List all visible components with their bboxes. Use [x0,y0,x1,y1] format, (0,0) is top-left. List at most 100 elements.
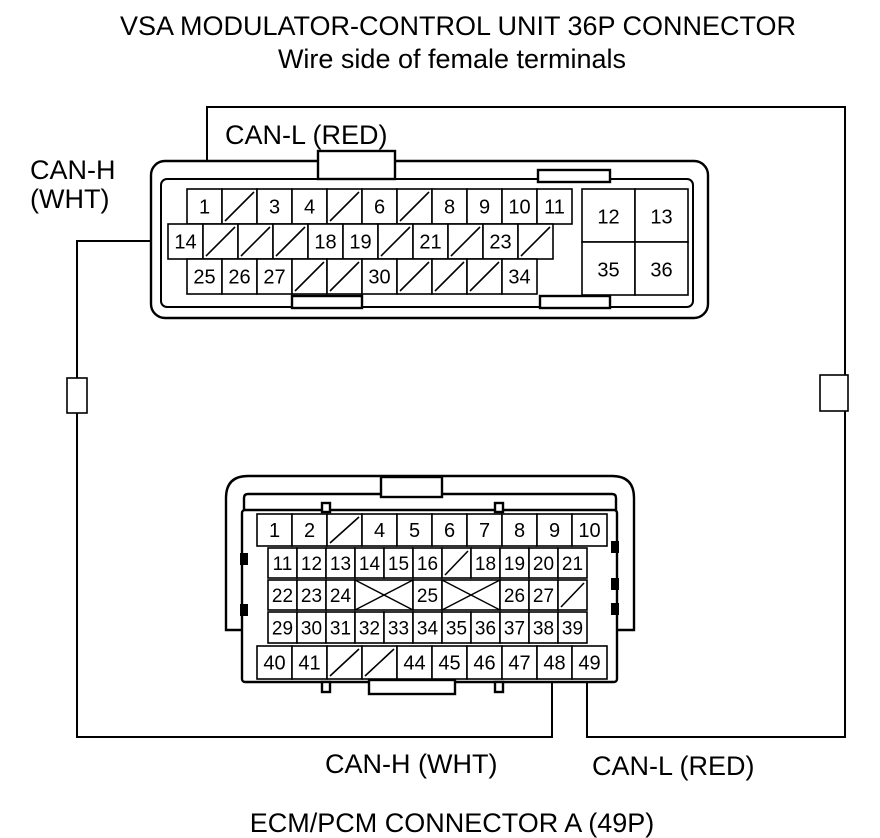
ecm-pin-25: 25 [412,579,443,611]
vsa-pin-13: 13 [634,188,689,243]
vsa-empty-cavity [221,188,258,225]
pin-number: 39 [562,619,583,640]
vsa-pin-8: 8 [431,188,468,225]
pin-number: 30 [301,619,322,640]
vsa-empty-cavity [272,223,309,260]
pin-number: 25 [417,586,438,607]
vsa-empty-cavity [326,258,363,295]
vsa-pin-10: 10 [501,188,538,225]
vsa-top-latch [316,149,397,181]
pin-number: 3 [269,197,280,219]
can-h-wire-top [76,240,178,378]
ecm-pin-39: 39 [557,611,588,644]
terminal-cell [256,258,293,295]
ecm-key-left-1 [240,553,248,565]
vsa-pin-26: 26 [221,258,258,295]
pin-number: 10 [508,197,530,219]
pin-number: 1 [269,520,280,542]
pin-number: 32 [359,619,380,640]
ecm-pin-10: 10 [571,513,608,547]
diagram-subtitle: Wire side of female terminals [278,44,626,74]
vsa-pin-14: 14 [167,223,204,260]
pin-number: 30 [368,267,390,289]
pin-number: 12 [597,207,619,229]
terminal-cell [470,611,501,644]
pin-number: 13 [650,207,672,229]
pin-number: 21 [419,232,441,254]
ecm-pin-37: 37 [499,611,530,644]
pin-number: 1 [199,197,210,219]
can-l-bottom-label: CAN-L (RED) [592,751,755,781]
vsa-empty-cavity [377,223,414,260]
vsa-pin-6: 6 [361,188,398,225]
can-h-wire-bottom [76,413,553,738]
vsa-empty-cavity [396,258,433,295]
terminal-cell [325,611,356,644]
ecm-empty-cavity [557,579,588,611]
can-h-bottom-label: CAN-H (WHT) [325,749,497,779]
pin-number: 31 [330,619,351,640]
pin-number: 48 [543,653,565,675]
pin-number: 2 [304,520,315,542]
ecm-pin-26: 26 [499,579,530,611]
vsa-bottom-tab-left [290,294,364,310]
ecm-empty-cavity [326,645,363,680]
ecm-connector-title: ECM/PCM CONNECTOR A (49P) [250,808,655,838]
ecm-pin-12: 12 [296,547,327,579]
terminal-cell [501,645,538,680]
pin-number: 9 [549,520,560,542]
terminal-cell [557,547,588,579]
ecm-pin-49: 49 [571,645,608,680]
pin-number: 8 [444,197,455,219]
pin-number: 34 [508,267,530,289]
terminal-cell [571,645,608,680]
terminal-cell [466,188,503,225]
blocked-cross [441,579,501,611]
terminal-cell [307,223,344,260]
unused-slash [294,261,325,292]
pin-number: 24 [330,586,352,607]
vsa-pin-34: 34 [501,258,538,295]
vsa-empty-cavity [447,223,484,260]
pin-number: 29 [272,619,293,640]
ecm-pin-31: 31 [325,611,356,644]
unused-slash [520,226,551,257]
ecm-pin-9: 9 [536,513,573,547]
vsa-empty-cavity [291,258,328,295]
ecm-pin-19: 19 [499,547,530,579]
unused-slash [329,516,360,544]
vsa-empty-cavity [237,223,274,260]
pin-number: 38 [533,619,554,640]
vsa-bottom-tab-right [538,294,612,310]
terminal-cell [412,547,443,579]
pin-number: 14 [359,554,381,575]
ecm-empty-cavity [361,645,398,680]
pin-number: 23 [489,232,511,254]
ecm-pin-13: 13 [325,547,356,579]
vsa-pin-18: 18 [307,223,344,260]
terminal-cell [536,513,573,547]
pin-number: 8 [514,520,525,542]
ecm-pin-29: 29 [267,611,298,644]
terminal-cell [267,579,298,611]
pin-number: 34 [417,619,439,640]
terminal-cell [536,645,573,680]
ecm-pin-27: 27 [528,579,559,611]
ecm-pin-11: 11 [267,547,298,579]
terminal-cell [470,547,501,579]
terminal-cell [412,611,443,644]
unused-slash [240,226,271,257]
terminal-cell [634,241,689,296]
terminal-cell [466,645,503,680]
pin-number: 35 [597,260,619,282]
unused-slash [364,648,395,677]
pin-number: 26 [504,586,525,607]
ecm-pin-23: 23 [296,579,327,611]
can-l-wire-bottom [586,411,846,738]
vsa-pin-27: 27 [256,258,293,295]
pin-number: 7 [479,520,490,542]
ecm-pin-5: 5 [396,513,433,547]
vsa-empty-cavity [202,223,239,260]
